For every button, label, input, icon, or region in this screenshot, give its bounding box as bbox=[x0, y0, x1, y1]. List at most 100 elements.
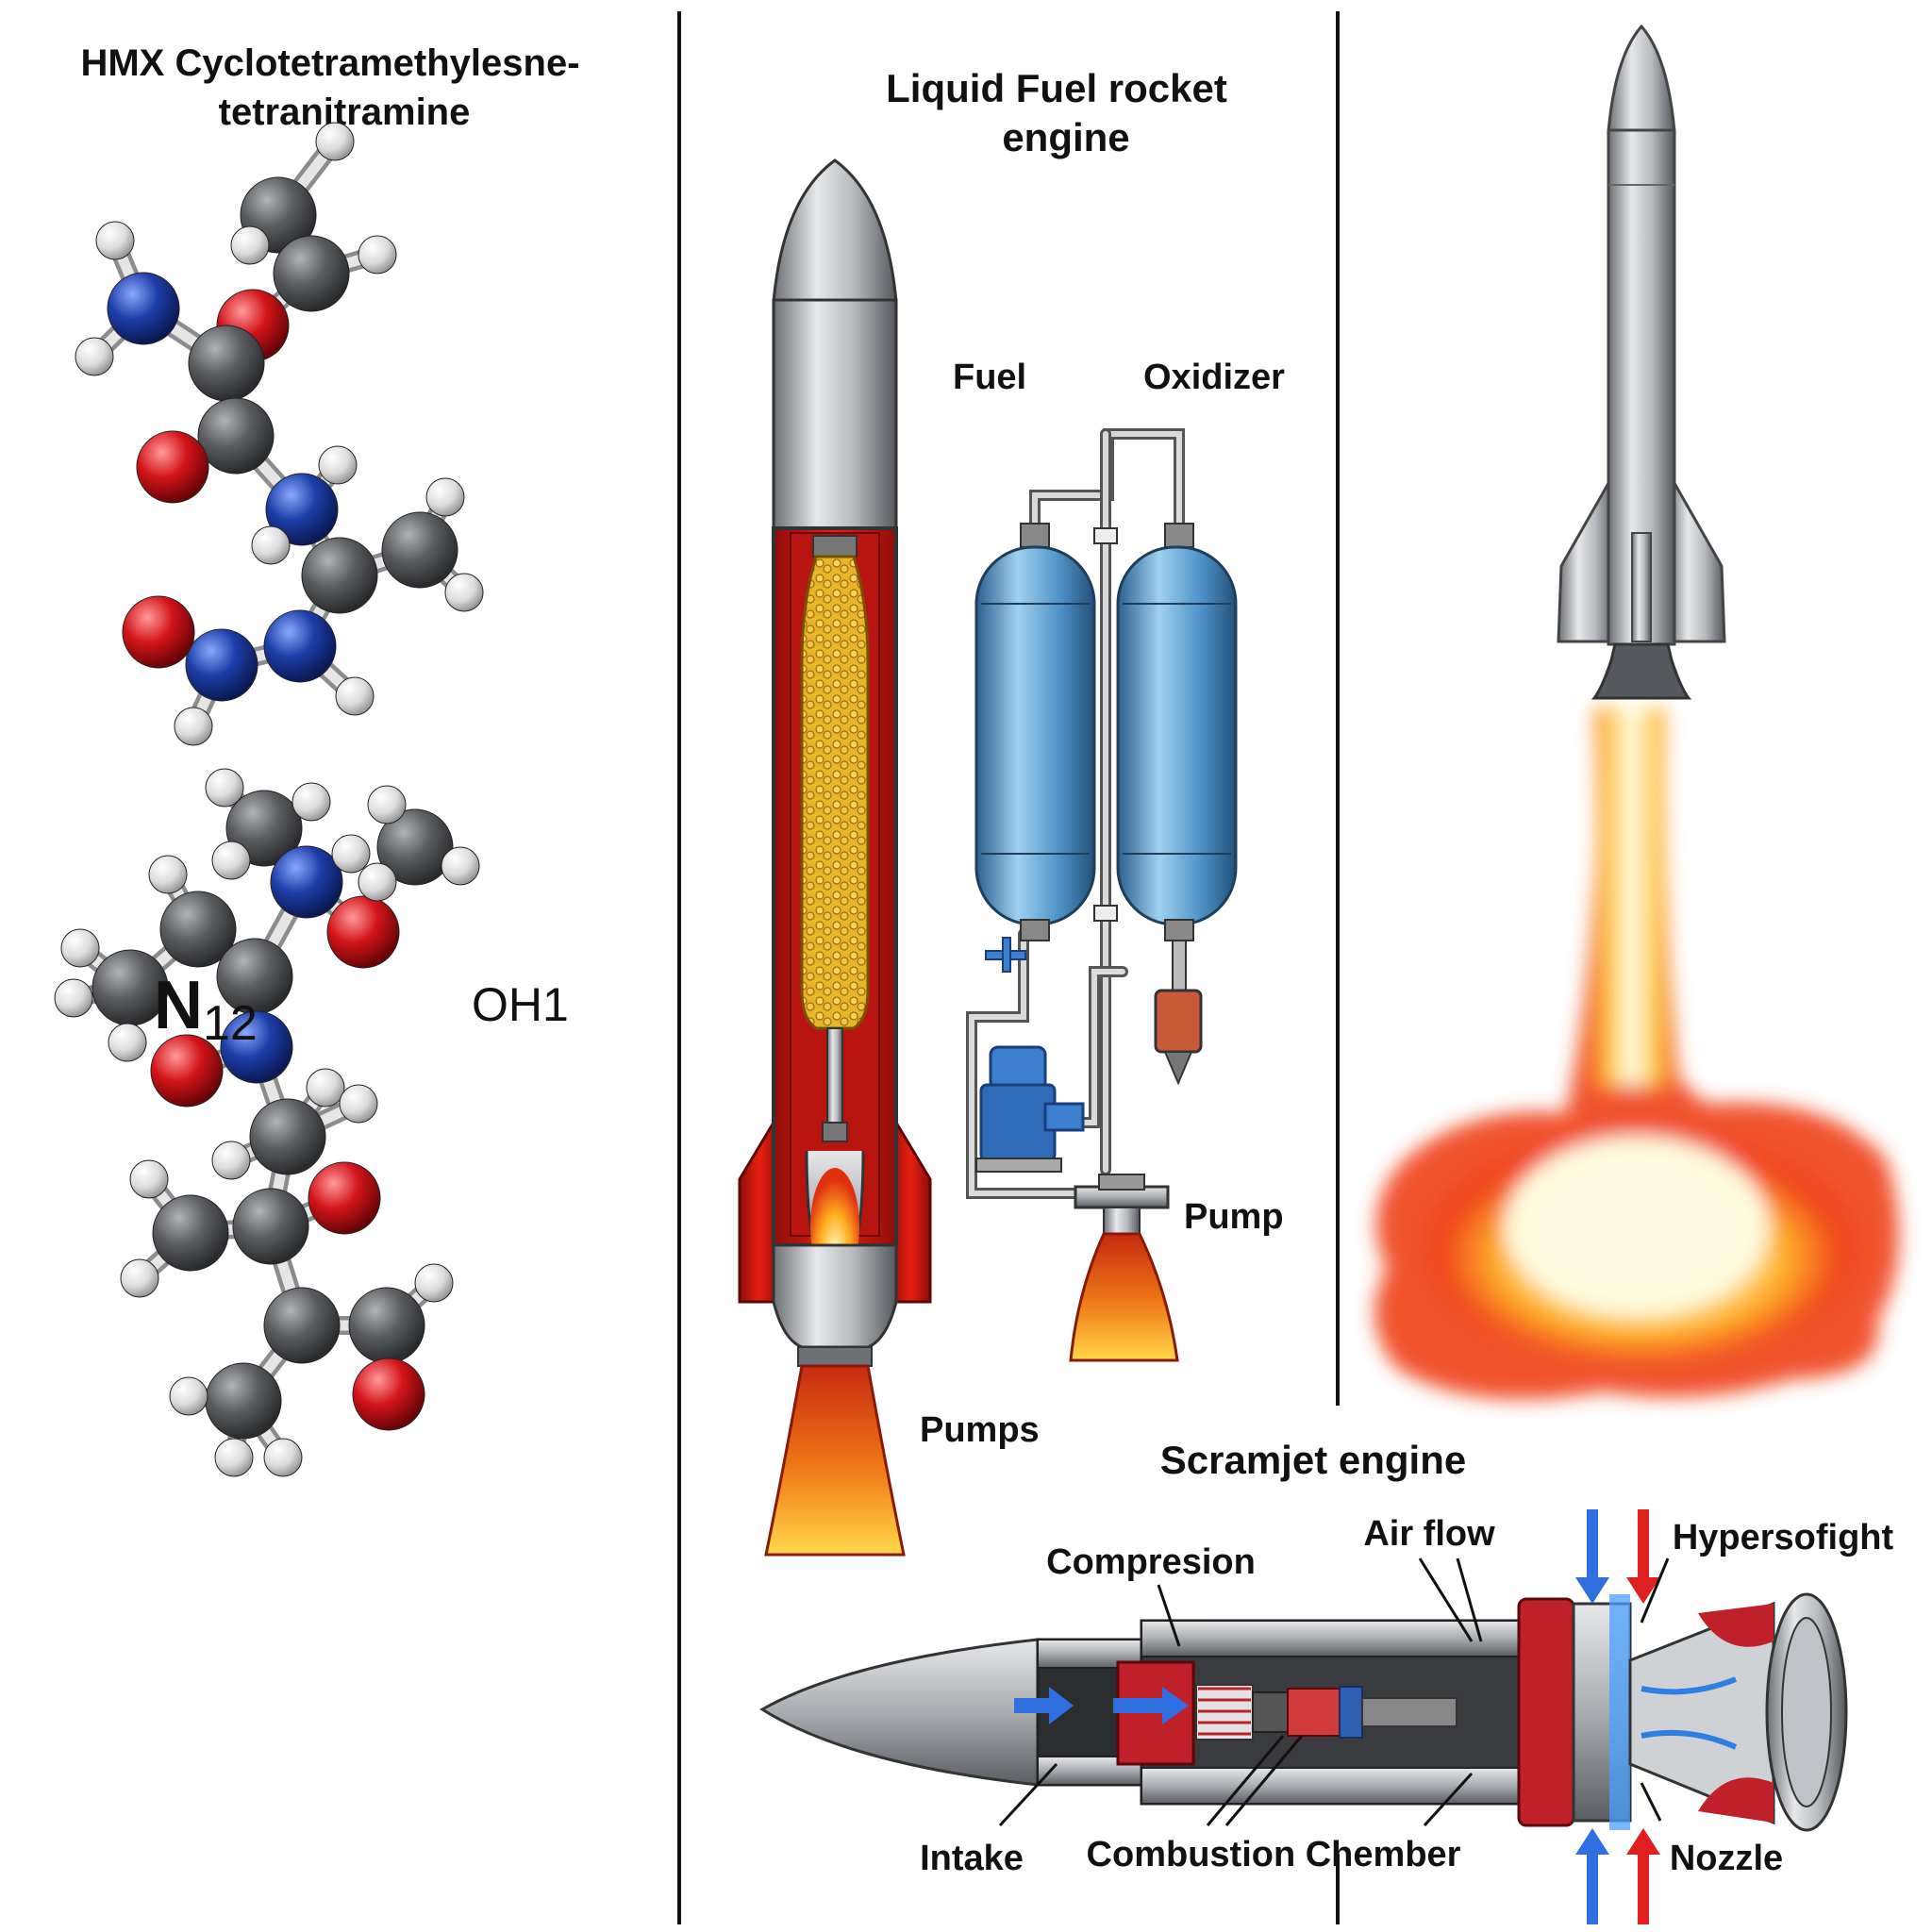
compression-label: Compresion bbox=[1046, 1542, 1256, 1582]
rocket-upper-body bbox=[772, 298, 898, 533]
hydrogen-atom bbox=[263, 1438, 303, 1477]
liquid-title-line2: engine bbox=[1002, 115, 1129, 159]
hydrogen-atom bbox=[291, 782, 331, 822]
launch-rocket bbox=[1557, 24, 1726, 700]
scramjet-nosecone bbox=[759, 1638, 1040, 1787]
hydrogen-atom bbox=[251, 525, 291, 565]
carbon-atom bbox=[159, 891, 237, 968]
hydrogen-atom bbox=[441, 846, 480, 886]
inner-cap bbox=[812, 535, 858, 558]
carbon-atom bbox=[381, 511, 458, 589]
carbon-atom bbox=[152, 1194, 229, 1272]
hmx-title-line1: HMX Cyclotetramethylesne- bbox=[80, 42, 579, 84]
hydrogen-atom bbox=[129, 1159, 169, 1199]
hydrogen-atom bbox=[444, 573, 484, 612]
nozzle-collar bbox=[797, 1346, 873, 1367]
carbon-atom bbox=[197, 397, 275, 475]
small-nozzle-flame bbox=[1069, 1232, 1179, 1362]
rocket-aft-body bbox=[772, 1243, 898, 1349]
feed-valve bbox=[822, 1122, 848, 1142]
hydrogen-atom bbox=[367, 785, 407, 824]
oxygen-atom bbox=[150, 1034, 224, 1108]
oxidizer-label: Oxidizer bbox=[1143, 358, 1285, 397]
hydrogen-atom bbox=[108, 1023, 147, 1062]
oxygen-atom bbox=[326, 895, 400, 969]
intake-flow-arrow bbox=[1014, 1687, 1074, 1724]
hydrogen-atom bbox=[315, 122, 355, 161]
fuel-valve-icon bbox=[985, 937, 1026, 973]
hydrogen-atom bbox=[230, 225, 270, 265]
intake-label: Intake bbox=[920, 1839, 1024, 1878]
hydrogen-atom bbox=[318, 445, 358, 485]
carbon-atom bbox=[273, 235, 350, 312]
hydrogen-atom bbox=[60, 928, 100, 968]
launch-rocket-nozzle bbox=[1591, 642, 1692, 700]
oxygen-atom bbox=[308, 1161, 381, 1235]
carbon-atom bbox=[188, 325, 265, 402]
oxygen-atom bbox=[136, 430, 209, 504]
nozzle-label: Nozzle bbox=[1670, 1839, 1783, 1878]
launch-rocket-fin-left bbox=[1557, 466, 1617, 643]
nitrogen-atom bbox=[265, 473, 339, 546]
pumps-label: Pumps bbox=[920, 1410, 1040, 1450]
launch-panel bbox=[1374, 24, 1899, 1400]
hydrogen-atom bbox=[335, 676, 375, 716]
nitrogen-atom bbox=[270, 845, 343, 919]
carbon-atom bbox=[225, 790, 303, 867]
hydrogen-atom bbox=[211, 841, 251, 880]
carbon-atom bbox=[205, 1362, 282, 1440]
fuel-tank bbox=[974, 523, 1096, 941]
hydrogen-atom bbox=[148, 855, 188, 894]
carbon-atom bbox=[232, 1188, 309, 1265]
hyper-label: Hypersofight bbox=[1673, 1518, 1894, 1557]
blue-flow-channel bbox=[1609, 1594, 1630, 1830]
propellant-grain bbox=[800, 555, 870, 1030]
plume bbox=[1374, 708, 1899, 1400]
pipe-fittings bbox=[1093, 527, 1118, 922]
upflow-arrow-blue bbox=[1575, 1828, 1609, 1924]
hydrogen-atom bbox=[169, 1376, 208, 1416]
main-nozzle-flame bbox=[764, 1364, 906, 1557]
feed-tube bbox=[826, 1027, 843, 1133]
nitrogen-atom bbox=[220, 1010, 293, 1084]
oxygen-atom bbox=[122, 595, 195, 669]
launch-rocket-fin-right bbox=[1666, 466, 1726, 643]
combustion-label: Combustion Chember bbox=[1087, 1835, 1461, 1874]
nitrogen-atom bbox=[263, 609, 337, 683]
carbon-atom bbox=[249, 1098, 326, 1175]
hydrogen-atom bbox=[211, 1141, 251, 1180]
liquid-rocket bbox=[738, 158, 932, 1557]
hydrogen-atom bbox=[339, 1084, 378, 1124]
hydrogen-atom bbox=[75, 337, 114, 376]
hydrogen-atom bbox=[306, 1068, 345, 1108]
molecule-upper bbox=[75, 122, 484, 746]
hydrogen-atom bbox=[331, 834, 371, 874]
hmx-panel: HMX Cyclotetramethylesne- tetranitramine… bbox=[54, 42, 580, 1477]
carbon-atom bbox=[376, 808, 454, 886]
fuel-label: Fuel bbox=[953, 358, 1026, 397]
hydrogen-atom bbox=[54, 978, 93, 1018]
oxidizer-valve bbox=[1154, 989, 1203, 1054]
hydrogen-atom bbox=[205, 768, 244, 808]
rear-ring bbox=[1517, 1597, 1575, 1827]
hydrogen-atom bbox=[214, 1438, 254, 1477]
pump-label: Pump bbox=[1184, 1197, 1284, 1237]
airflow-label: Air flow bbox=[1363, 1514, 1495, 1554]
main-pump bbox=[1069, 1174, 1179, 1362]
hydrogen-atom bbox=[95, 221, 135, 260]
hydrogen-atom bbox=[414, 1263, 454, 1303]
scramjet-title: Scramjet engine bbox=[1160, 1438, 1466, 1482]
scramjet-panel: Scramjet engine bbox=[759, 1438, 1894, 1924]
scramjet-engine bbox=[759, 1592, 1848, 1832]
label-n12: N12 bbox=[154, 968, 258, 1051]
rocket-nose bbox=[772, 158, 898, 304]
molecule-lower bbox=[54, 768, 480, 1477]
hydrogen-atom bbox=[425, 477, 465, 517]
liquid-panel: Liquid Fuel rocket engine Fuel Oxidizer bbox=[738, 66, 1285, 1557]
hydrogen-atom bbox=[358, 235, 397, 275]
fuel-pump bbox=[975, 1045, 1085, 1173]
nitrogen-atom bbox=[185, 628, 258, 702]
flow-arrows bbox=[1014, 1509, 1660, 1924]
hydrogen-atom bbox=[358, 862, 397, 902]
